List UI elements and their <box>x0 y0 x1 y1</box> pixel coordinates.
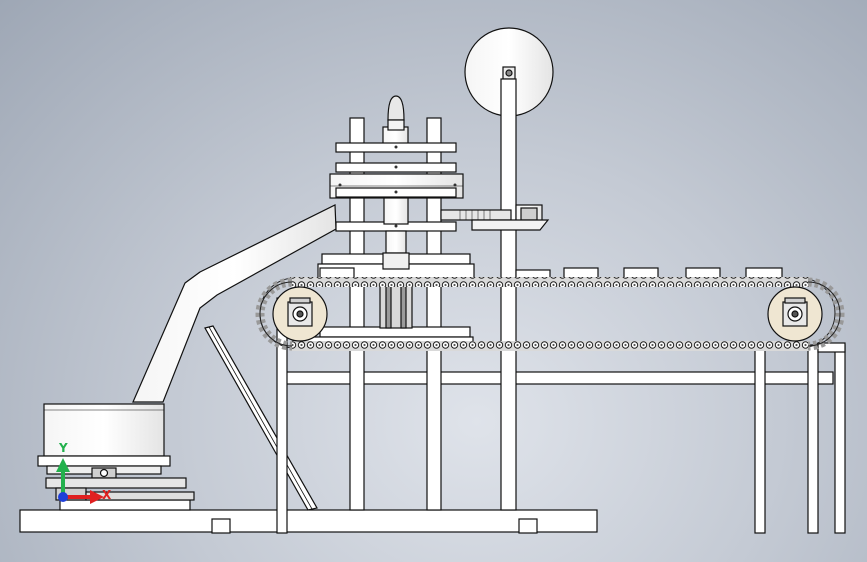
vertical-columns <box>349 117 442 511</box>
y-axis-label: Y <box>59 441 68 455</box>
x-axis-label: X <box>102 488 112 502</box>
conveyor-support-frame <box>276 297 846 534</box>
spool-mast <box>500 78 517 511</box>
drive-sprocket <box>272 286 328 342</box>
coordinate-triad <box>56 458 104 504</box>
chain-conveyor <box>255 277 845 351</box>
drive-motor <box>440 204 550 231</box>
idler-sprocket <box>767 286 823 342</box>
diagonal-brace <box>204 325 318 511</box>
hopper <box>37 403 195 501</box>
z-axis-dot <box>58 492 68 502</box>
